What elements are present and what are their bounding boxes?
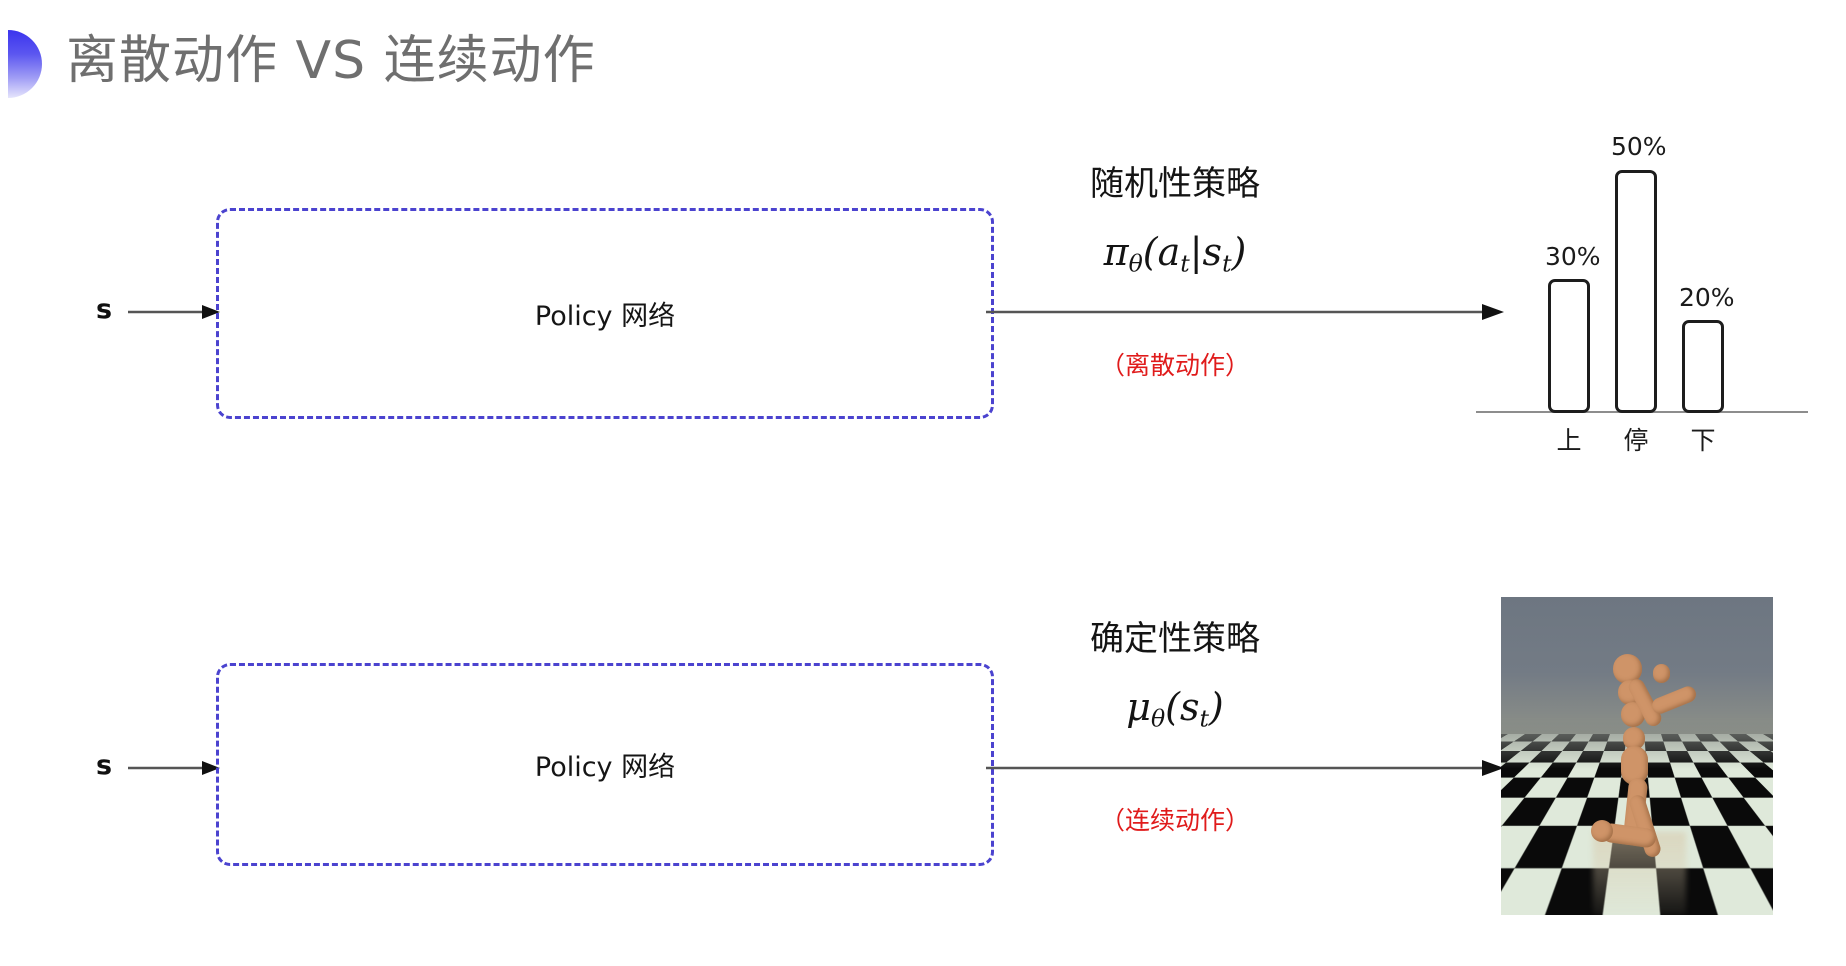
annotation-formula-bottom: μθ(st): [1010, 675, 1340, 751]
output-arrow-bottom-icon: [986, 760, 1504, 776]
deterministic-policy-annotation: 确定性策略 μθ(st) （连续动作）: [1010, 615, 1340, 837]
bar-category-0: 上: [1556, 426, 1582, 455]
formula-sub-theta: θ: [1128, 249, 1143, 278]
annotation-heading-top: 随机性策略: [1090, 164, 1260, 204]
humanoid-hand: [1653, 663, 1670, 683]
formula-mu: μ: [1126, 685, 1151, 729]
input-arrow-top-icon: [128, 305, 220, 319]
formula-sub-t3: t: [1199, 704, 1209, 733]
annotation-note-top: （离散动作）: [1099, 350, 1250, 380]
state-input-label-bottom: s: [96, 750, 113, 781]
policy-network-box-top[interactable]: Policy 网络: [216, 208, 994, 419]
bar-1: [1615, 170, 1657, 413]
annotation-formula-top: πθ(at|st): [1010, 220, 1340, 296]
formula-open-2: (s: [1165, 685, 1200, 729]
output-arrow-top-icon: [986, 304, 1504, 320]
formula-bar: |s: [1189, 230, 1223, 274]
annotation-note-bottom: （连续动作）: [1099, 805, 1250, 835]
formula-close: ): [1231, 230, 1247, 274]
humanoid-torso-low: [1623, 727, 1646, 750]
bar-value-0: 30%: [1545, 242, 1601, 271]
policy-network-box-bottom[interactable]: Policy 网络: [216, 663, 994, 866]
annotation-heading-bottom: 确定性策略: [1090, 619, 1260, 659]
formula-sub-t1: t: [1180, 249, 1190, 278]
input-arrow-bottom-icon: [128, 761, 220, 775]
state-input-label-top: s: [96, 294, 113, 325]
humanoid-foot: [1590, 819, 1613, 842]
bar-category-2: 下: [1690, 426, 1716, 455]
bar-value-2: 20%: [1679, 283, 1735, 312]
policy-network-label-top: Policy 网络: [534, 301, 676, 332]
bar-0: [1548, 279, 1590, 413]
policy-network-label-bottom: Policy 网络: [534, 752, 676, 783]
formula-sub-theta-2: θ: [1150, 704, 1166, 733]
title-bullet-decoration: [8, 30, 42, 98]
bar-value-1: 50%: [1611, 132, 1667, 161]
stochastic-policy-annotation: 随机性策略 πθ(at|st) （离散动作）: [1010, 160, 1340, 382]
action-probability-bar-chart: 30% 上 50% 停 20% 下: [1468, 96, 1808, 456]
bar-2: [1682, 320, 1724, 413]
bar-category-1: 停: [1623, 426, 1649, 455]
formula-sub-t2: t: [1222, 249, 1232, 278]
formula-pi: π: [1103, 230, 1129, 274]
humanoid-simulation-image: [1501, 597, 1773, 915]
formula-open: (a: [1142, 230, 1181, 274]
page-title: 离散动作 VS 连续动作: [66, 31, 596, 91]
formula-close-2: ): [1208, 685, 1224, 729]
